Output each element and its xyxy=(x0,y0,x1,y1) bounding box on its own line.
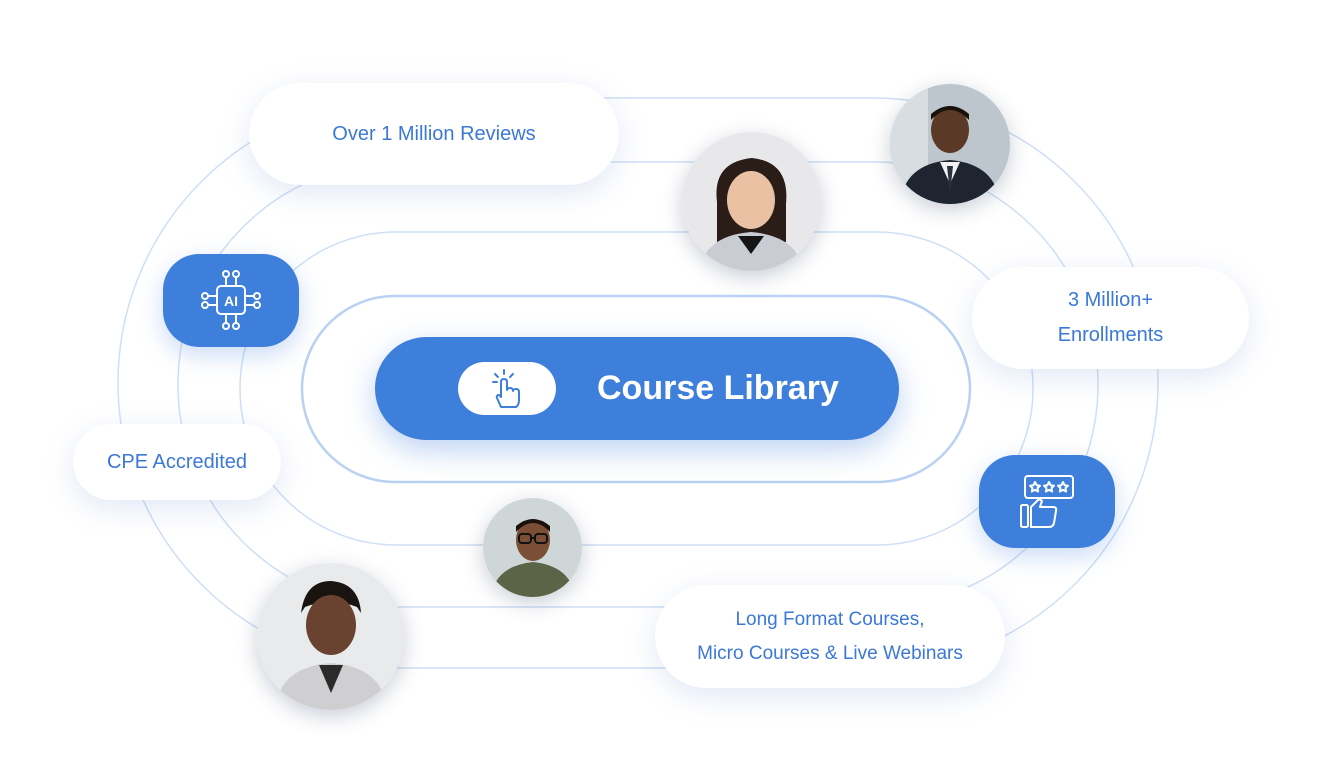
avatar-man-glasses xyxy=(483,498,582,597)
person-photo xyxy=(890,84,1010,204)
enrollments-stat-line1: 3 Million+ xyxy=(1067,289,1154,311)
course-library-label: Course Library xyxy=(597,369,839,407)
reviews-stat-pill: Over 1 Million Reviews xyxy=(249,83,619,185)
cursor-pill xyxy=(458,362,556,415)
accreditation-text: CPE Accredited xyxy=(106,450,248,473)
pointer-hand-icon xyxy=(492,368,520,408)
rating-badge xyxy=(979,455,1115,548)
accreditation-pill: CPE Accredited xyxy=(73,424,281,500)
ai-chip-icon: AI xyxy=(201,269,261,330)
person-photo xyxy=(682,132,821,271)
person-photo xyxy=(483,498,582,597)
ai-chip-label: AI xyxy=(224,293,238,309)
enrollments-stat-line2: Enrollments xyxy=(1057,324,1164,346)
course-library-button[interactable]: Course Library xyxy=(375,337,899,440)
avatar-woman-long-hair xyxy=(682,132,821,271)
course-formats-line2: Micro Courses & Live Webinars xyxy=(697,642,963,664)
avatar-man-suit xyxy=(890,84,1010,204)
person-photo xyxy=(257,563,404,710)
avatar-woman-blazer xyxy=(257,563,404,710)
reviews-stat-text: Over 1 Million Reviews xyxy=(332,122,536,145)
course-formats-line1: Long Format Courses, xyxy=(735,609,925,631)
ai-badge: AI xyxy=(163,254,299,347)
enrollments-stat-pill: 3 Million+ Enrollments xyxy=(972,267,1249,369)
star-rating-thumbs-up-icon xyxy=(1020,474,1074,528)
course-formats-pill: Long Format Courses, Micro Courses & Liv… xyxy=(655,585,1005,688)
